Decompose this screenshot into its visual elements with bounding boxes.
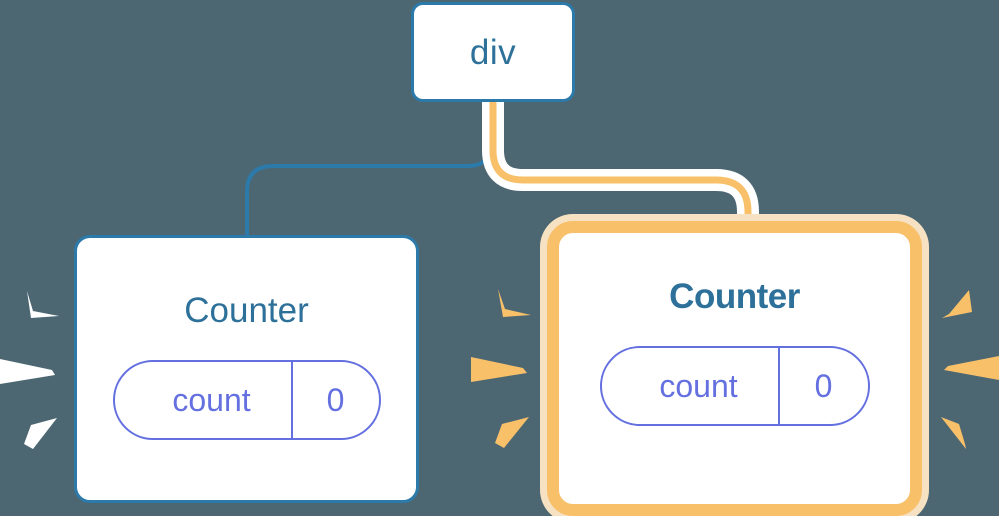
- ray-orange-mid-middle: [471, 357, 527, 382]
- state-value-count: 0: [290, 362, 379, 438]
- state-key-count: count: [659, 368, 738, 404]
- ray-orange-mid-upper: [498, 289, 531, 317]
- edge-div-to-counter-right: [489, 102, 752, 240]
- node-counter-right[interactable]: Counter count 0: [547, 221, 922, 516]
- node-counter-right-label: Counter: [669, 277, 800, 316]
- ray-orange-right-upper: [942, 290, 972, 318]
- state-key-count: count: [172, 382, 251, 418]
- orange-sparkle-rays-right: [941, 290, 999, 449]
- ray-orange-right-middle: [944, 356, 999, 380]
- state-pill-counter-right: count 0: [599, 346, 870, 426]
- white-sparkle-rays: [0, 291, 59, 449]
- ray-orange-right-lower: [941, 417, 966, 449]
- node-div-label: div: [469, 32, 517, 72]
- orange-sparkle-rays-mid: [471, 289, 531, 448]
- node-counter-left[interactable]: Counter count 0: [74, 235, 419, 503]
- ray-white-middle: [0, 359, 55, 384]
- node-div[interactable]: div: [411, 2, 575, 102]
- state-value-count: 0: [777, 348, 868, 424]
- ray-white-lower: [24, 418, 57, 449]
- ray-orange-mid-lower: [495, 417, 529, 448]
- node-counter-left-label: Counter: [184, 291, 309, 330]
- state-pill-counter-left: count 0: [112, 360, 381, 440]
